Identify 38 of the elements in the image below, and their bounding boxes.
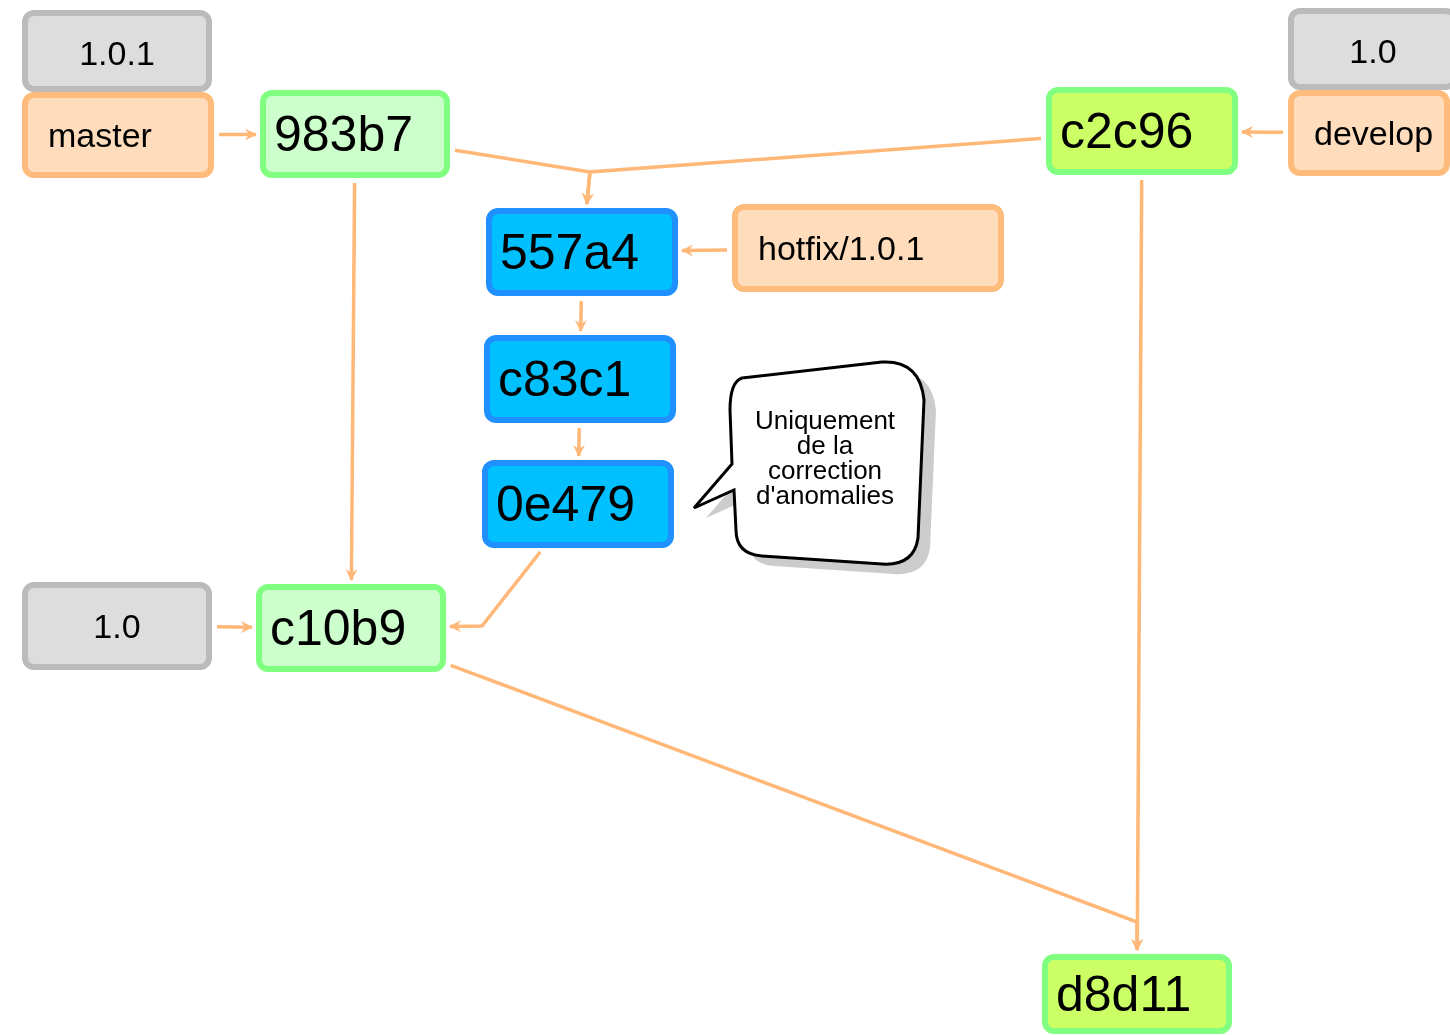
arrow [574,300,587,332]
label-text: hotfix/1.0.1 [758,228,925,268]
label-text: master [48,115,152,155]
arrow [217,621,253,634]
commit-box [482,460,674,548]
arrow [1131,180,1144,951]
arrow [219,128,257,141]
commit-box [484,335,676,423]
note-text: Uniquement de la correction d'anomalies [753,408,897,508]
commit-box [256,584,446,672]
label-text: 1.0.1 [79,34,155,73]
tag-label [22,10,212,92]
commit-box [1046,87,1238,175]
label-text: 983b7 [274,105,414,163]
arrow [450,663,1143,951]
label-text: develop [1314,113,1434,153]
tag-label [22,582,212,670]
label-text: c10b9 [270,599,407,657]
arrow [581,136,1042,205]
arrow [1241,126,1283,138]
label-text: 1.0 [1349,32,1397,71]
commit-box [486,208,678,296]
label-text: 0e479 [496,475,636,533]
label-text: c2c96 [1060,102,1194,160]
arrow [572,427,585,457]
arrow [345,183,358,581]
arrow [681,244,728,257]
label-text: 557a4 [500,223,640,281]
label-text: 1.0 [93,606,141,646]
branch-label [732,204,1004,292]
label-text: c83c1 [498,350,632,408]
branch-label [22,92,214,178]
branch-label [1288,90,1450,176]
arrow [449,550,542,633]
commit-box [1042,954,1232,1034]
label-text: d8d11 [1056,965,1192,1023]
tag-label [1288,8,1450,90]
commit-box [260,90,450,178]
